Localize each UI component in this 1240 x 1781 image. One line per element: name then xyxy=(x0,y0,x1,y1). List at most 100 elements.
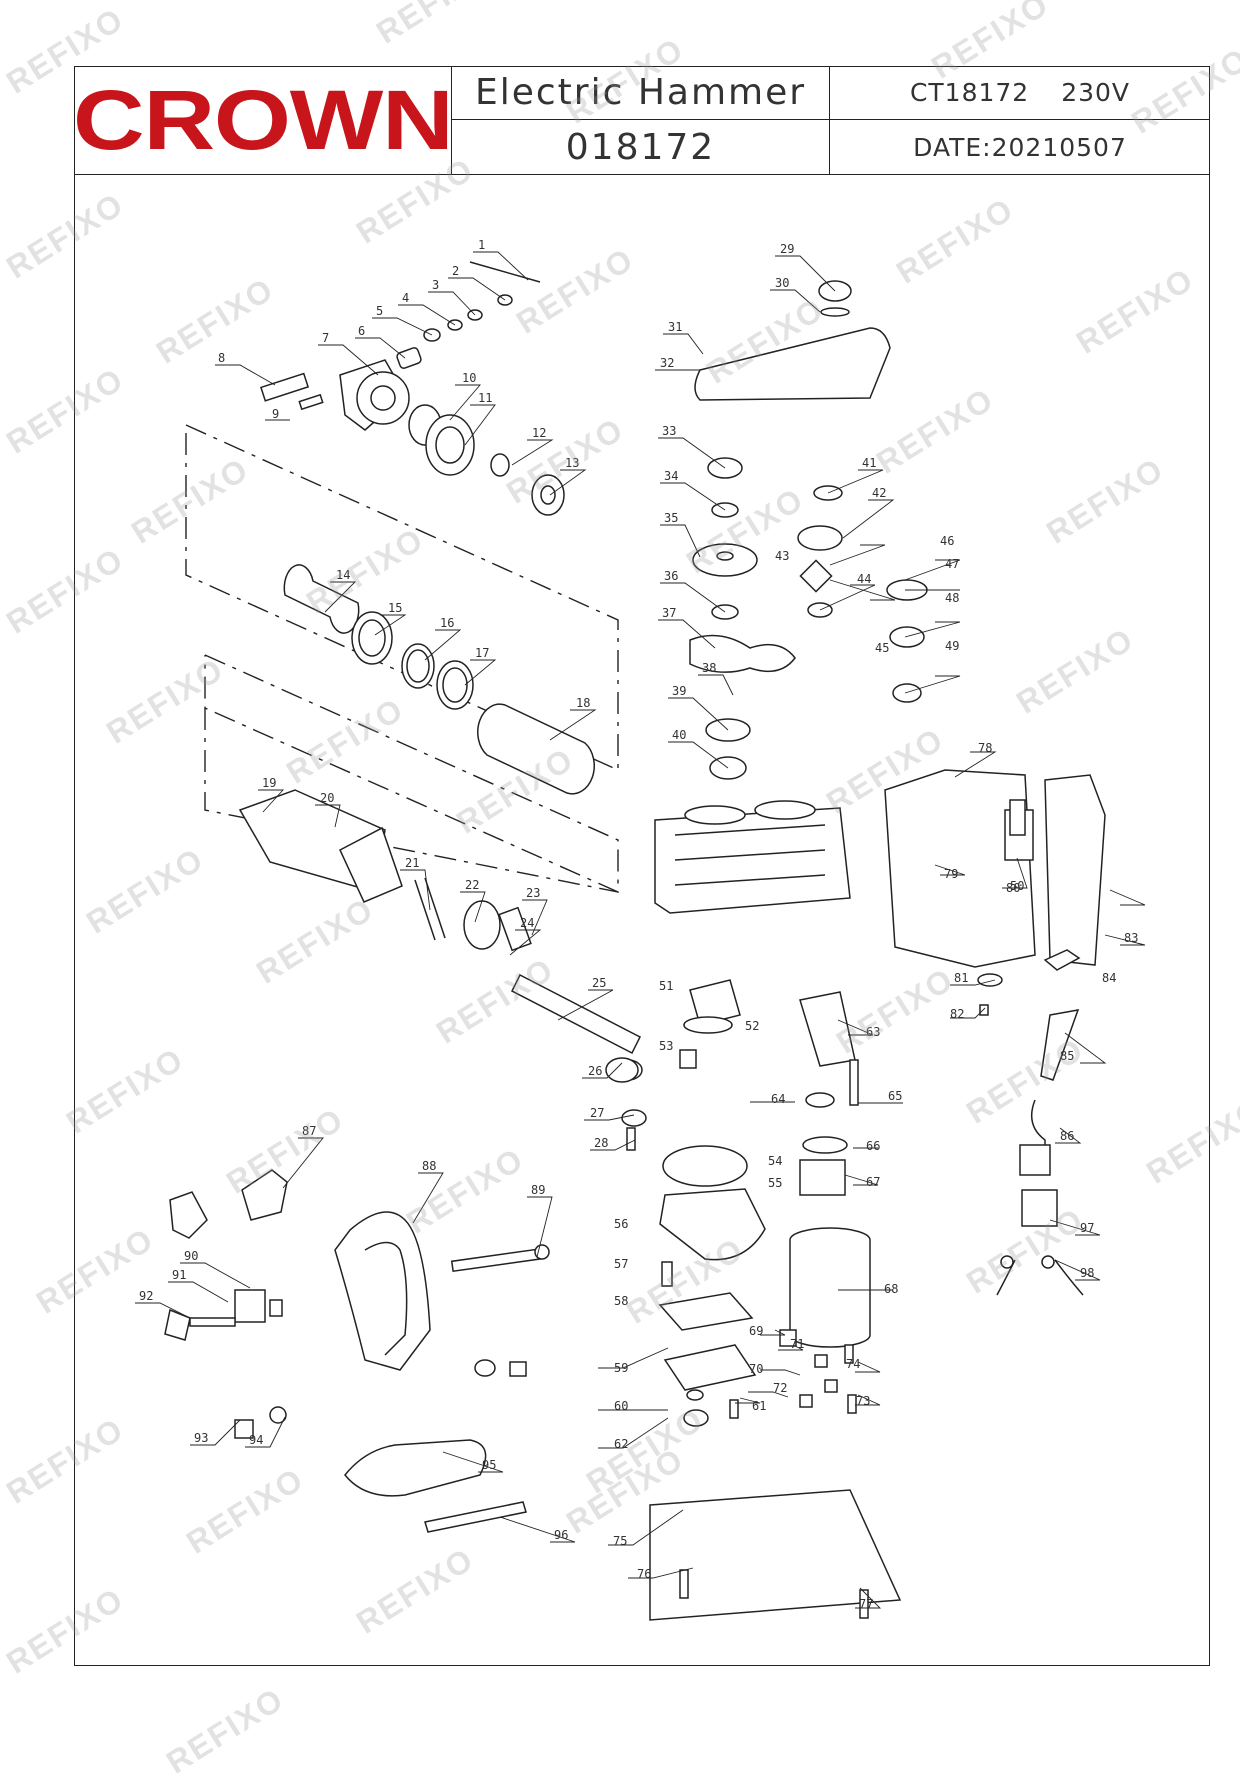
callout-13: 13 xyxy=(565,456,579,470)
callout-86: 86 xyxy=(1060,1129,1074,1143)
callout-58: 58 xyxy=(614,1294,628,1308)
callout-labels: 1234567891011121314151617181920212223242… xyxy=(139,238,1138,1611)
callout-92: 92 xyxy=(139,1289,153,1303)
callout-75: 75 xyxy=(613,1534,627,1548)
callout-3: 3 xyxy=(432,278,439,292)
callout-48: 48 xyxy=(945,591,959,605)
callout-1: 1 xyxy=(478,238,485,252)
callout-35: 35 xyxy=(664,511,678,525)
callout-21: 21 xyxy=(405,856,419,870)
callout-97: 97 xyxy=(1080,1221,1094,1235)
callout-8: 8 xyxy=(218,351,225,365)
callout-66: 66 xyxy=(866,1139,880,1153)
callout-93: 93 xyxy=(194,1431,208,1445)
callout-65: 65 xyxy=(888,1089,902,1103)
callout-7: 7 xyxy=(322,331,329,345)
callout-17: 17 xyxy=(475,646,489,660)
callout-87: 87 xyxy=(302,1124,316,1138)
callout-31: 31 xyxy=(668,320,682,334)
callout-33: 33 xyxy=(662,424,676,438)
callout-88: 88 xyxy=(422,1159,436,1173)
callout-60: 60 xyxy=(614,1399,628,1413)
callout-69: 69 xyxy=(749,1324,763,1338)
callout-55: 55 xyxy=(768,1176,782,1190)
callout-76: 76 xyxy=(637,1567,651,1581)
callout-43: 43 xyxy=(775,549,789,563)
callout-56: 56 xyxy=(614,1217,628,1231)
callout-30: 30 xyxy=(775,276,789,290)
callout-25: 25 xyxy=(592,976,606,990)
callout-22: 22 xyxy=(465,878,479,892)
callout-49: 49 xyxy=(945,639,959,653)
callout-74: 74 xyxy=(846,1357,860,1371)
callout-9: 9 xyxy=(272,407,279,421)
callout-28: 28 xyxy=(594,1136,608,1150)
callout-32: 32 xyxy=(660,356,674,370)
callout-16: 16 xyxy=(440,616,454,630)
callout-10: 10 xyxy=(462,371,476,385)
callout-36: 36 xyxy=(664,569,678,583)
callout-82: 82 xyxy=(950,1007,964,1021)
callout-78: 78 xyxy=(978,741,992,755)
voltage: 230V xyxy=(1061,78,1131,107)
dash-frames xyxy=(185,424,619,894)
callout-83: 83 xyxy=(1124,931,1138,945)
callout-98: 98 xyxy=(1080,1266,1094,1280)
callout-77: 77 xyxy=(859,1597,873,1611)
product-title: Electric Hammer xyxy=(452,66,830,120)
callout-80: 80 xyxy=(1006,881,1020,895)
drawing-date: DATE:20210507 xyxy=(913,132,1127,162)
callout-53: 53 xyxy=(659,1039,673,1053)
callout-29: 29 xyxy=(780,242,794,256)
callout-85: 85 xyxy=(1060,1049,1074,1063)
callout-68: 68 xyxy=(884,1282,898,1296)
leader-lines xyxy=(135,251,1146,1609)
callout-12: 12 xyxy=(532,426,546,440)
callout-45: 45 xyxy=(875,641,889,655)
callout-19: 19 xyxy=(262,776,276,790)
drawing-frame xyxy=(74,66,1210,1666)
callout-89: 89 xyxy=(531,1183,545,1197)
part-code: 018172 xyxy=(452,120,830,174)
callout-84: 84 xyxy=(1102,971,1116,985)
callout-11: 11 xyxy=(478,391,492,405)
callout-44: 44 xyxy=(857,572,871,586)
callout-14: 14 xyxy=(336,568,350,582)
callout-15: 15 xyxy=(388,601,402,615)
callout-5: 5 xyxy=(376,304,383,318)
model-number: CT18172 xyxy=(909,78,1030,107)
callout-72: 72 xyxy=(773,1381,787,1395)
callout-51: 51 xyxy=(659,979,673,993)
callout-96: 96 xyxy=(554,1528,568,1542)
part-shapes xyxy=(164,261,1106,1621)
title-block: CROWN Electric Hammer 018172 CT18172 230… xyxy=(72,66,1210,175)
callout-2: 2 xyxy=(452,264,459,278)
callout-94: 94 xyxy=(249,1433,263,1447)
callout-27: 27 xyxy=(590,1106,604,1120)
callout-40: 40 xyxy=(672,728,686,742)
callout-79: 79 xyxy=(944,867,958,881)
callout-26: 26 xyxy=(588,1064,602,1078)
brand-logo: CROWN xyxy=(72,73,454,167)
callout-46: 46 xyxy=(940,534,954,548)
callout-59: 59 xyxy=(614,1361,628,1375)
callout-67: 67 xyxy=(866,1175,880,1189)
callout-95: 95 xyxy=(482,1458,496,1472)
callout-6: 6 xyxy=(358,324,365,338)
callout-42: 42 xyxy=(872,486,886,500)
model-voltage-cell: CT18172 230V xyxy=(830,66,1210,120)
callout-91: 91 xyxy=(172,1268,186,1282)
callout-81: 81 xyxy=(954,971,968,985)
callout-38: 38 xyxy=(702,661,716,675)
callout-50: 50 xyxy=(1010,879,1024,893)
callout-61: 61 xyxy=(752,1399,766,1413)
callout-34: 34 xyxy=(664,469,678,483)
callout-41: 41 xyxy=(862,456,876,470)
callout-20: 20 xyxy=(320,791,334,805)
callout-23: 23 xyxy=(526,886,540,900)
callout-64: 64 xyxy=(771,1092,785,1106)
callout-70: 70 xyxy=(749,1362,763,1376)
callout-18: 18 xyxy=(576,696,590,710)
callout-52: 52 xyxy=(745,1019,759,1033)
